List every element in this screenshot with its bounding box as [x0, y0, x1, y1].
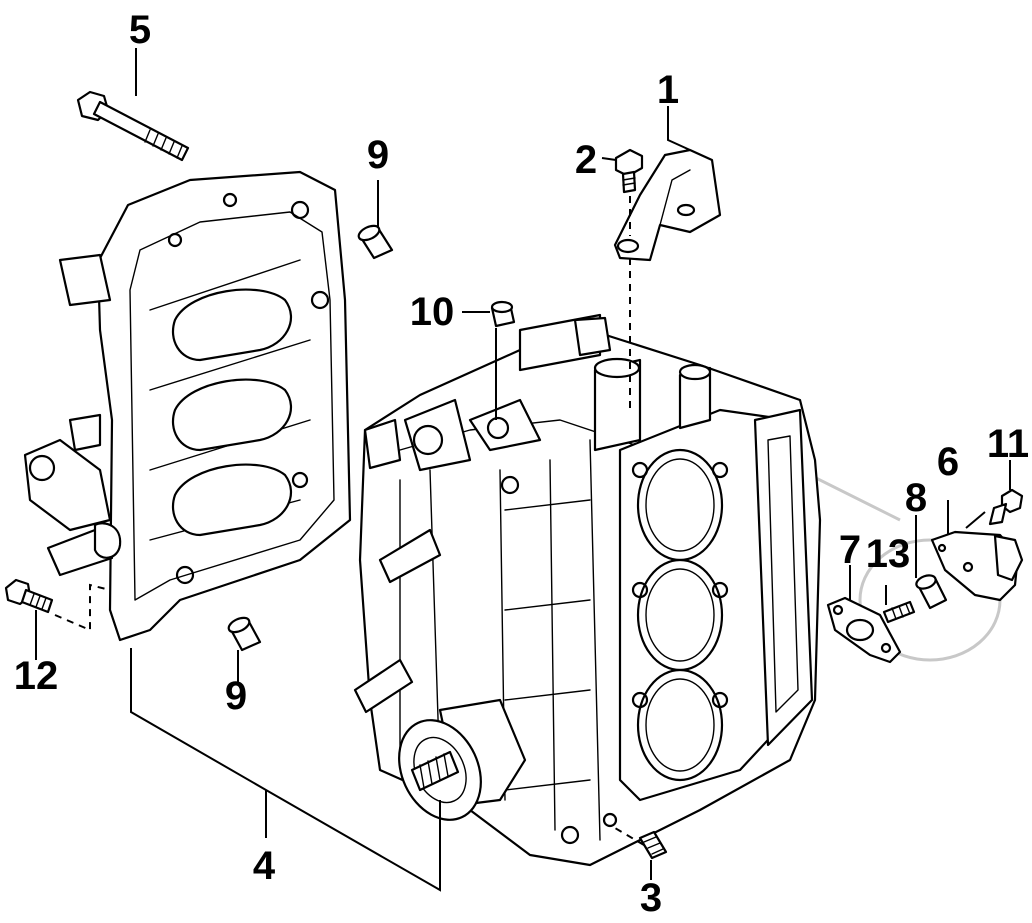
callout-12: 12	[13, 654, 59, 698]
crankcase-half	[23, 170, 352, 642]
part-5-long-bolt	[76, 90, 190, 162]
callout-8: 8	[904, 476, 928, 520]
callout-1: 1	[656, 68, 680, 112]
part-9-dowel-lower	[227, 616, 262, 652]
part-10-plug	[490, 300, 516, 328]
callout-2: 2	[574, 138, 598, 182]
part-1-bracket	[613, 148, 722, 262]
part-3-stud	[638, 830, 668, 860]
leader-lines	[35, 48, 1011, 892]
callout-4: 4	[252, 844, 276, 888]
part-13-screw	[882, 600, 916, 624]
callout-11: 11	[986, 422, 1030, 466]
part-8-collar	[915, 574, 948, 610]
callout-13: 13	[865, 532, 911, 576]
part-9-dowel-upper	[357, 224, 394, 260]
callout-9-lower: 9	[224, 674, 248, 718]
part-2-bolt	[614, 148, 644, 194]
part-12-bolt	[4, 578, 54, 614]
callout-6: 6	[936, 440, 960, 484]
part-11-screw	[988, 488, 1024, 526]
cylinder-block	[353, 313, 822, 867]
callout-9-upper: 9	[366, 133, 390, 177]
part-7-gasket	[826, 596, 902, 664]
callout-7: 7	[838, 528, 862, 572]
callout-10: 10	[409, 290, 455, 334]
callout-3: 3	[639, 876, 663, 920]
part-6-cover	[930, 530, 1024, 602]
callout-5: 5	[128, 8, 152, 52]
